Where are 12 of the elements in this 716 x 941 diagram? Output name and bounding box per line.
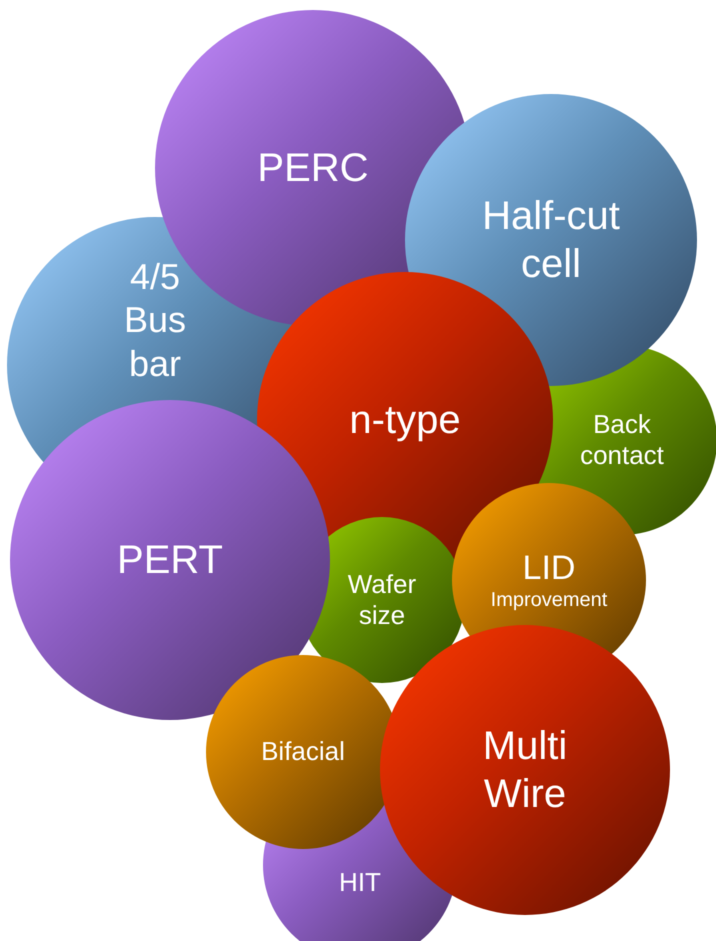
bubble-label: PERC [257,145,369,192]
bubble-label: n-type [349,397,461,444]
bubble-label: Half-cut cell [481,193,621,288]
bubble-label: LID [522,548,576,588]
bubble-label: PERT [117,537,223,584]
bubble-label: Wafer size [346,568,418,632]
bubble-label: Improvement [490,588,608,612]
bubble-label: Bifacial [261,736,345,768]
bubble-label: Multi Wire [482,723,568,818]
bubble-label: 4/5 Bus bar [122,255,188,385]
bubble-label: HIT [339,867,381,899]
bubble-label: Back contact [579,408,665,472]
